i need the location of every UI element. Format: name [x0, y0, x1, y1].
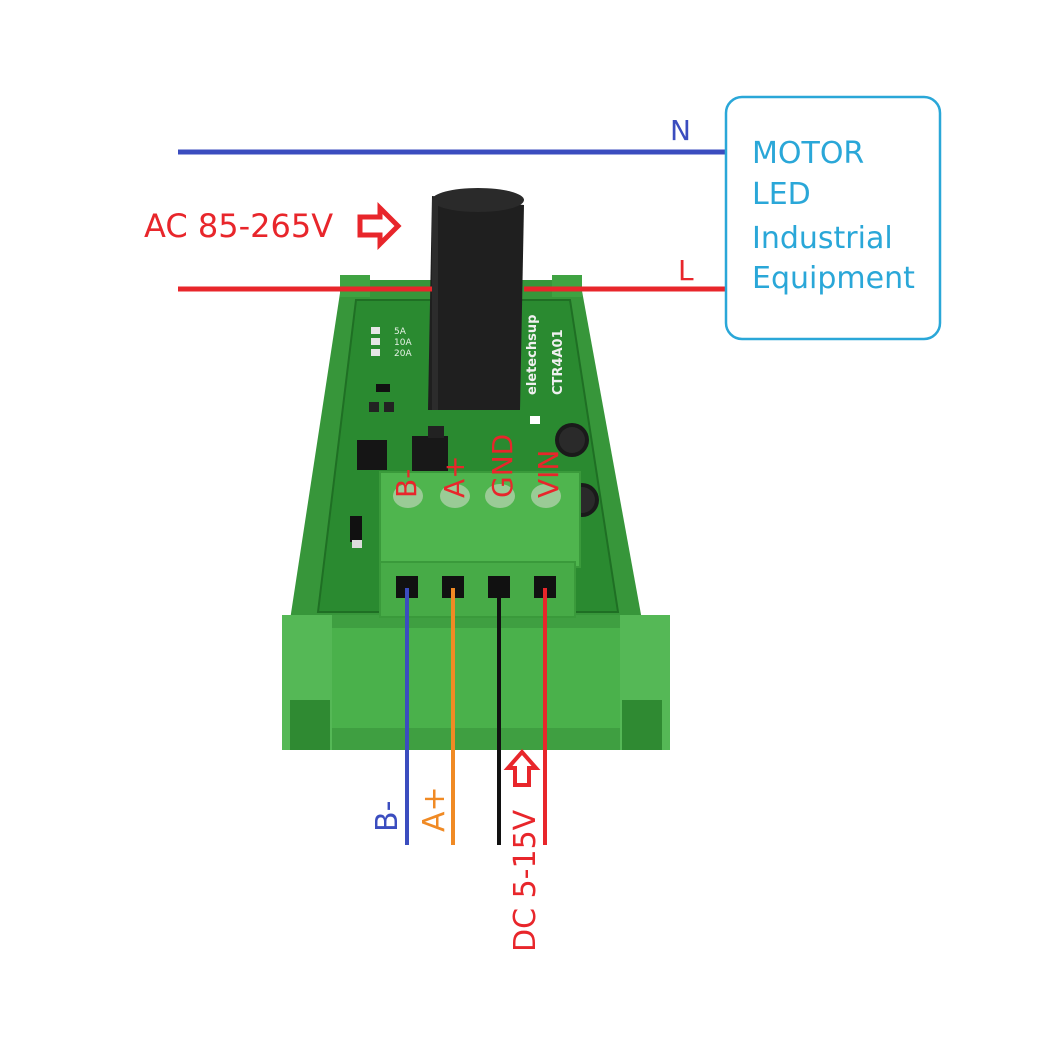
up-arrow-icon — [503, 748, 541, 787]
dc-voltage-label: DC 5-15V — [508, 809, 543, 952]
current-transformer: eletechsup CTR4A01 — [428, 188, 566, 410]
equipment-line: Industrial — [752, 221, 893, 256]
terminal-label-b: B- — [390, 469, 423, 498]
terminal-label-vin: VIN — [532, 450, 565, 498]
equipment-line: Equipment — [752, 261, 915, 296]
terminal-labels: B- A+ GND VIN — [390, 434, 565, 498]
board-brand: eletechsup — [525, 315, 540, 395]
a-wire-label: A+ — [417, 786, 452, 832]
board-model: CTR4A01 — [551, 329, 566, 395]
equipment-box: MOTOR LED Industrial Equipment — [724, 95, 942, 341]
ac-voltage-label: AC 85-265V — [144, 207, 333, 245]
equipment-line: MOTOR — [752, 136, 864, 171]
terminal-label-gnd: GND — [486, 434, 519, 498]
range-label: 5A — [394, 327, 407, 337]
terminal-label-a: A+ — [438, 455, 471, 498]
terminal-block — [379, 471, 581, 618]
neutral-label: N — [670, 114, 691, 147]
b-wire-label: B- — [370, 801, 405, 832]
range-label: 20A — [394, 349, 412, 359]
line-label: L — [678, 254, 694, 287]
range-label: 10A — [394, 338, 412, 348]
right-arrow-icon — [357, 201, 402, 251]
equipment-line: LED — [752, 177, 811, 212]
